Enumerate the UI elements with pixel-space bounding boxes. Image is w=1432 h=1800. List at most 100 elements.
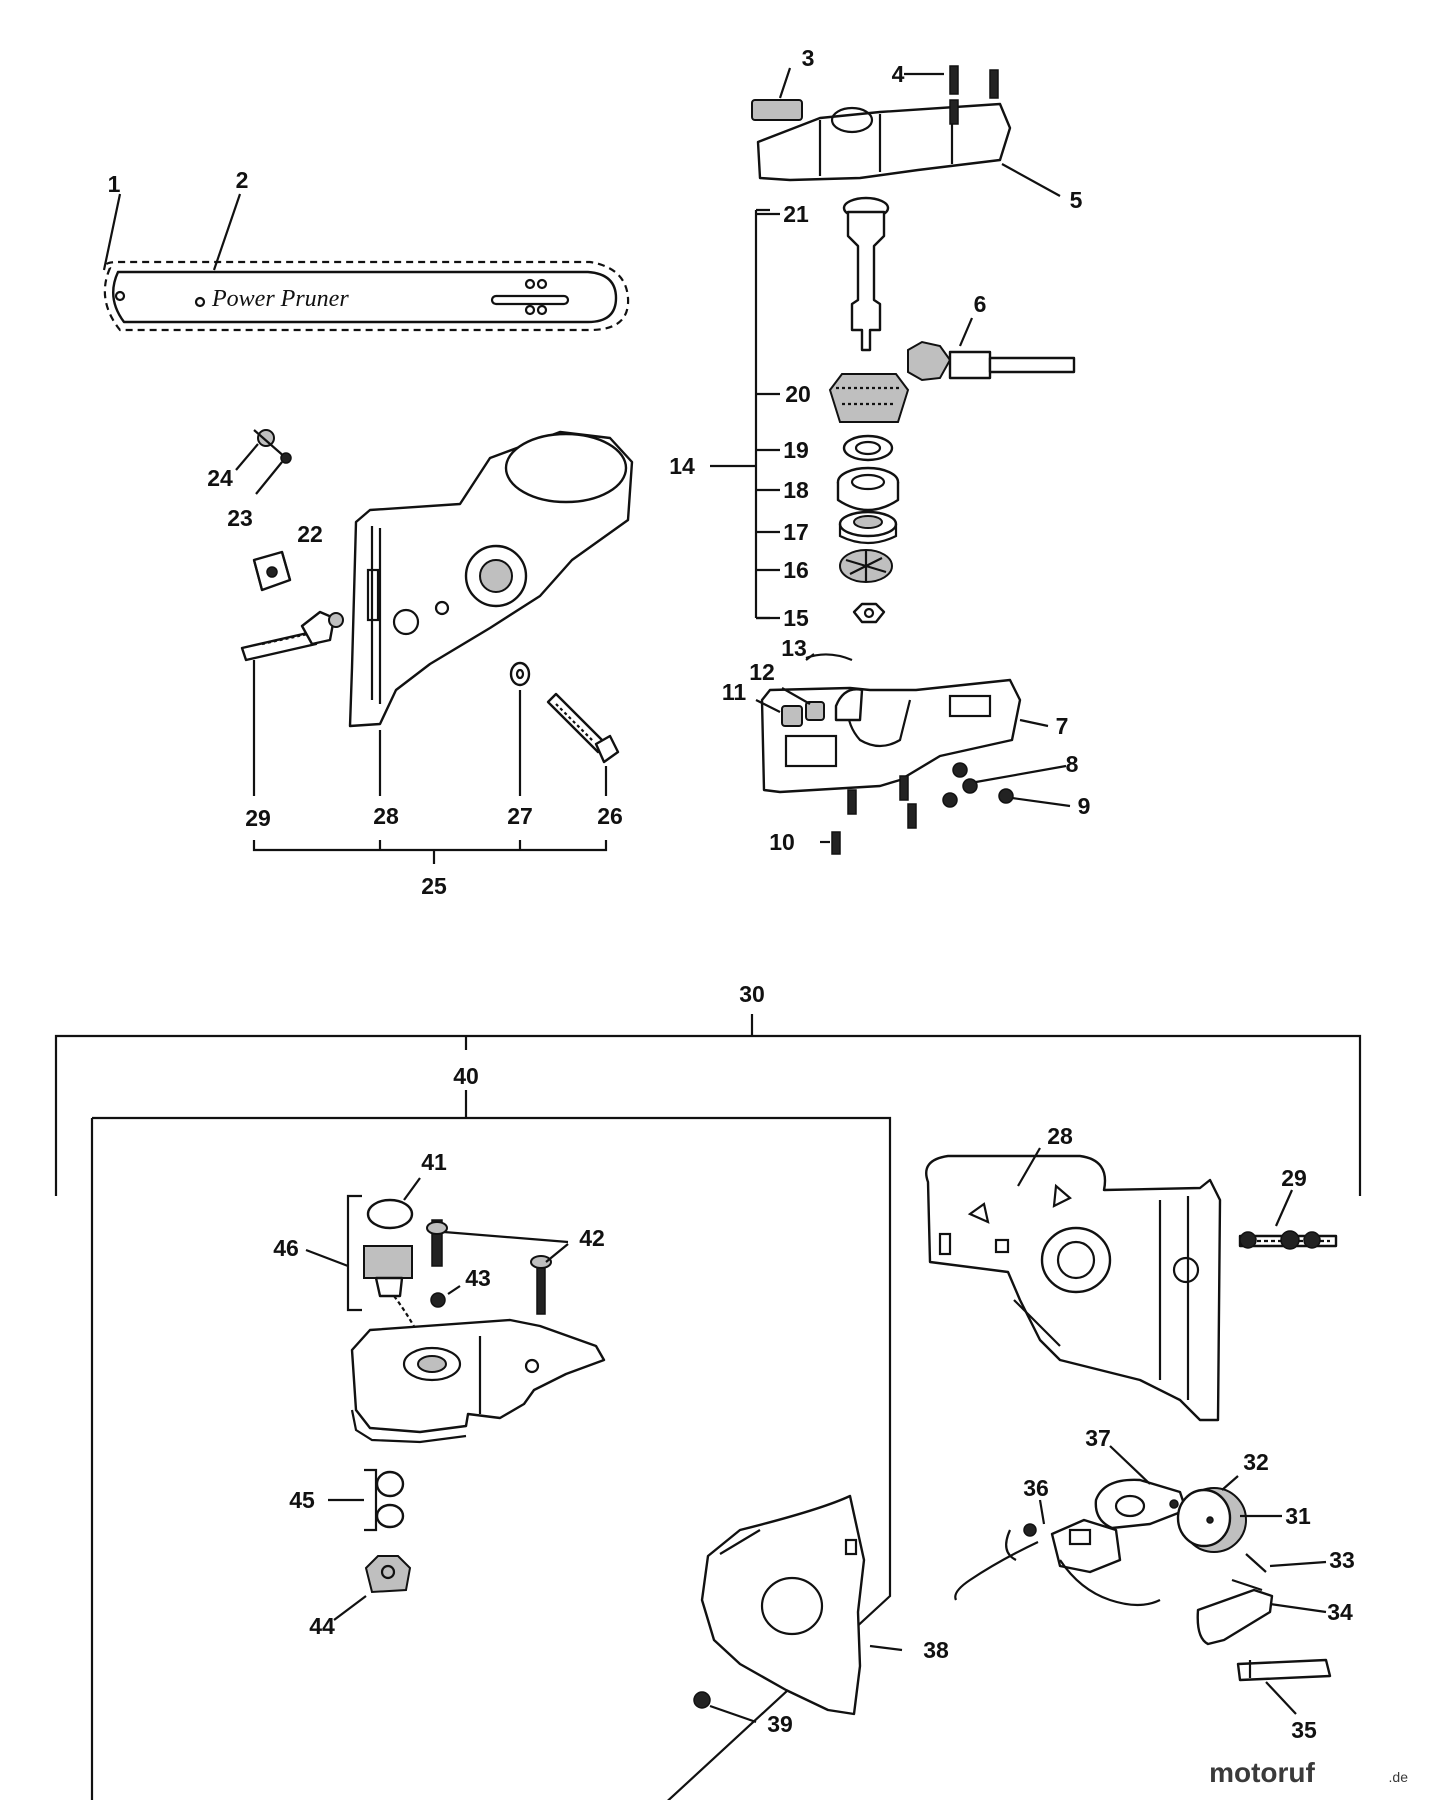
part-label-9: 9 <box>1078 793 1091 819</box>
part-label-19: 19 <box>783 437 809 463</box>
bevel-gear-part-20 <box>828 373 910 423</box>
part-label-21: 21 <box>783 201 809 227</box>
nut-part-11 <box>781 705 803 727</box>
part-label-24: 24 <box>207 465 233 491</box>
nut-part-43 <box>430 1292 446 1308</box>
part-label-8: 8 <box>1066 751 1079 777</box>
part-label-20: 20 <box>785 381 811 407</box>
part-label-29b: 29 <box>1281 1165 1307 1191</box>
part-label-41: 41 <box>421 1149 447 1175</box>
part-label-25: 25 <box>421 873 447 899</box>
saw-chain <box>103 260 630 332</box>
part-label-14: 14 <box>669 453 695 479</box>
part-label-32: 32 <box>1243 1449 1269 1475</box>
part-label-36: 36 <box>1023 1475 1049 1501</box>
bar-hole <box>524 304 536 316</box>
part-label-31: 31 <box>1285 1503 1311 1529</box>
screw-part-4 <box>989 69 999 99</box>
part-label-44: 44 <box>309 1613 335 1639</box>
washer-part-19 <box>842 434 894 462</box>
part-label-11: 11 <box>722 679 747 705</box>
guide-bar <box>112 270 618 324</box>
screw-part-39 <box>693 1691 711 1709</box>
part-label-7: 7 <box>1056 713 1069 739</box>
screw-part-10 <box>831 831 841 855</box>
gear-stack-assembly: 14 21 20 19 18 17 16 <box>669 196 910 631</box>
part-label-29: 29 <box>245 805 271 831</box>
part-label-17: 17 <box>783 519 809 545</box>
filter-part-45 <box>375 1470 405 1498</box>
upper-gear-housing: 3 4 5 <box>751 45 1083 213</box>
watermark-name: motoruf <box>1209 1757 1315 1788</box>
washer-part-27 <box>509 661 531 687</box>
part-label-10: 10 <box>769 829 795 855</box>
bar-nose-hole <box>114 290 126 302</box>
clutch-cover-assembly: 28 29 <box>925 1123 1338 1422</box>
part-label-39: 39 <box>767 1711 793 1737</box>
screw-part-10 <box>847 789 857 815</box>
part-label-16: 16 <box>783 557 809 583</box>
bar-hole <box>536 304 548 316</box>
screw-part-42 <box>431 1219 443 1267</box>
part-label-22: 22 <box>297 521 323 547</box>
assembly-brackets: 30 40 <box>54 981 1362 1800</box>
pad-part-3 <box>751 99 803 121</box>
nut-part-24 <box>257 429 275 447</box>
part-label-37: 37 <box>1085 1425 1111 1451</box>
watermark-logo: motoruf .de <box>1209 1757 1408 1788</box>
oil-tank-assembly-40: 46 41 42 43 45 44 <box>273 1149 606 1639</box>
lower-gear-housing: 11 12 13 7 8 9 10 <box>722 635 1091 855</box>
part-label-12: 12 <box>749 659 775 685</box>
oring-part-41 <box>366 1198 414 1230</box>
oil-tank-body <box>350 1318 606 1434</box>
part-label-6: 6 <box>974 291 987 317</box>
bar-brand-text: Power Pruner <box>211 286 349 312</box>
bar-hole <box>536 278 548 290</box>
watermark-suffix: .de <box>1389 1769 1409 1785</box>
part-label-45: 45 <box>289 1487 315 1513</box>
part-label-15: 15 <box>783 605 809 631</box>
part-label-30: 30 <box>739 981 765 1007</box>
part-label-13: 13 <box>781 635 807 661</box>
part-label-27: 27 <box>507 803 533 829</box>
side-cover-assembly-25: 24 23 22 29 28 27 26 <box>207 429 634 899</box>
part-label-46: 46 <box>273 1235 299 1261</box>
guide-bar-and-chain: Power Pruner 1 2 <box>102 167 630 332</box>
screw-part-10 <box>899 775 909 801</box>
oil-cap-part-46 <box>363 1245 413 1279</box>
part-label-33: 33 <box>1329 1547 1355 1573</box>
part-label-2: 2 <box>236 167 249 193</box>
part-label-35: 35 <box>1291 1717 1317 1743</box>
bar-slot <box>490 294 570 306</box>
part-label-1: 1 <box>108 171 121 197</box>
bar-hole <box>194 296 206 308</box>
nut-part-8 <box>962 778 978 794</box>
part-label-18: 18 <box>783 477 809 503</box>
part-label-40: 40 <box>453 1063 479 1089</box>
pinion-part-6: 6 <box>907 291 1076 382</box>
part-label-38: 38 <box>923 1637 949 1663</box>
nut-part-8 <box>942 792 958 808</box>
screw-part-4 <box>949 65 959 95</box>
part-label-34: 34 <box>1327 1599 1353 1625</box>
switch-and-brake-parts: 37 32 31 33 34 35 36 <box>693 1425 1355 1743</box>
screw-part-42 <box>536 1261 546 1315</box>
bar-hole <box>524 278 536 290</box>
cap-part-44 <box>364 1555 412 1594</box>
tension-screw-part-29 <box>240 630 318 662</box>
pin-part-23 <box>280 452 292 464</box>
nut-part-15 <box>852 602 886 624</box>
part-label-28: 28 <box>373 803 399 829</box>
lever-part-34 <box>1196 1588 1274 1646</box>
part-label-26: 26 <box>597 803 623 829</box>
part-label-5: 5 <box>1070 187 1083 213</box>
part-label-43: 43 <box>465 1265 491 1291</box>
part-label-28b: 28 <box>1047 1123 1073 1149</box>
part-label-23: 23 <box>227 505 253 531</box>
block-part-35 <box>1236 1658 1332 1682</box>
cover-plate-part-38 <box>700 1494 866 1716</box>
nut-part-12 <box>805 701 825 721</box>
screw-part-10 <box>907 803 917 829</box>
part-label-3: 3 <box>802 45 815 71</box>
